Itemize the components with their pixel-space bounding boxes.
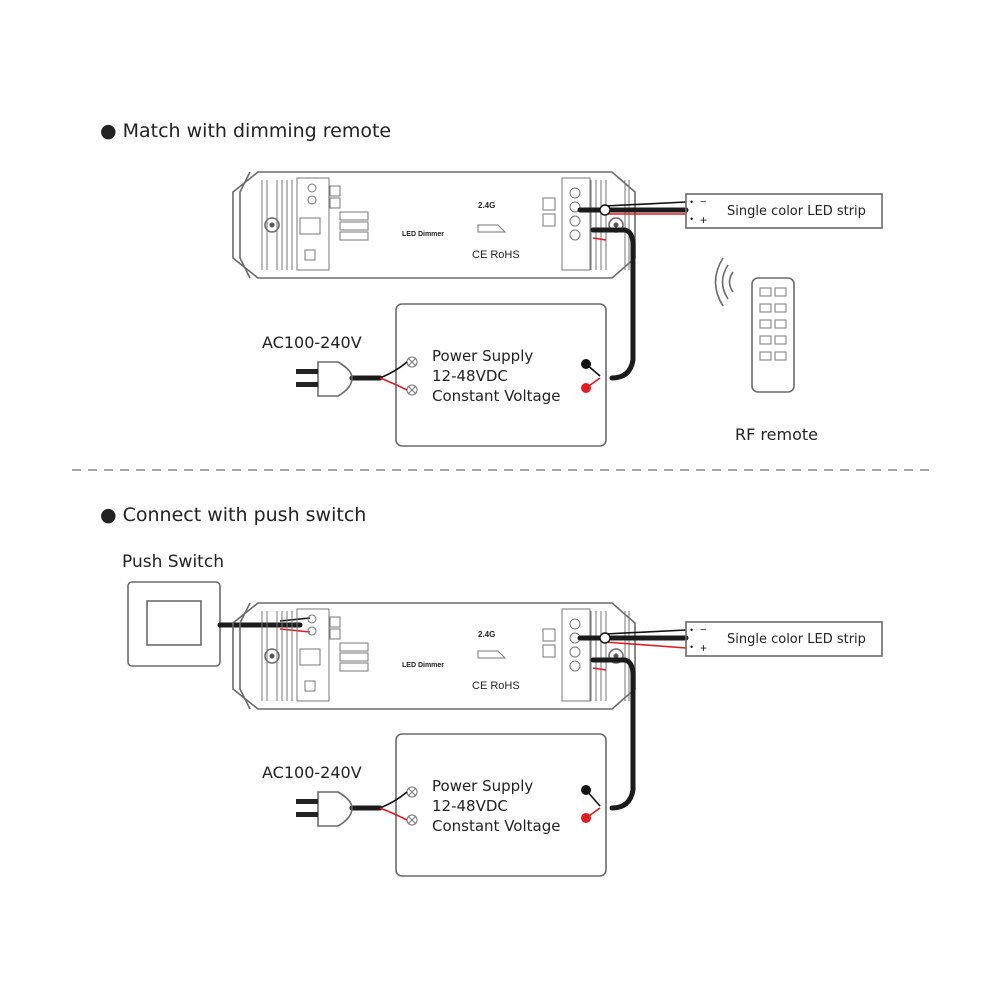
switch-label: Push Switch — [122, 552, 224, 572]
ps2-line3: Constant Voltage — [432, 817, 560, 835]
remote-label: RF remote — [735, 425, 818, 444]
dimmer-cert-2: CE RoHS — [472, 680, 520, 692]
dimmer-controller-2: LED Dimmer 2.4G CE RoHS — [232, 602, 636, 710]
mains-label-2: AC100-240V — [262, 763, 362, 782]
remote-body — [751, 277, 795, 393]
ps2-line1: Power Supply — [432, 777, 533, 795]
strip-label-2: Single color LED strip — [727, 632, 866, 647]
section1-title: ● Match with dimming remote — [100, 120, 391, 142]
ps-output-wires-2 — [585, 657, 636, 819]
svg-text:•: • — [690, 625, 693, 635]
dimmer-band-1: 2.4G — [478, 201, 495, 210]
ps1-line1: Power Supply — [432, 347, 533, 365]
svg-text:+: + — [700, 641, 707, 655]
dimmer-label-2: LED Dimmer — [402, 662, 444, 669]
ps1-line2: 12-48VDC — [432, 367, 508, 385]
svg-text:•: • — [690, 642, 693, 652]
strip-wires-1 — [577, 201, 689, 216]
ps1-line3: Constant Voltage — [432, 387, 560, 405]
svg-text:•: • — [690, 214, 693, 224]
svg-text:+: + — [700, 213, 707, 227]
dimmer-controller-1: LED Dimmer 2.4G CE RoHS — [232, 171, 636, 279]
section2-title: ● Connect with push switch — [100, 504, 366, 526]
power-supply-2: Power Supply 12-48VDC Constant Voltage — [395, 733, 607, 877]
mains-plug-2: AC100-240V — [262, 763, 408, 827]
strip-label-1: Single color LED strip — [727, 204, 866, 219]
led-strip-1: • − • + Single color LED strip — [685, 193, 883, 229]
dimmer-cert-1: CE RoHS — [472, 249, 520, 261]
strip-wires-2 — [577, 629, 689, 649]
svg-text:•: • — [690, 197, 693, 207]
led-strip-2: • − • + Single color LED strip — [685, 621, 883, 657]
ps2-line2: 12-48VDC — [432, 797, 508, 815]
svg-text:−: − — [700, 196, 706, 208]
dimmer-label-1: LED Dimmer — [402, 231, 444, 238]
ps-output-wires-1 — [585, 227, 636, 389]
svg-text:−: − — [700, 624, 706, 636]
power-supply-1: Power Supply 12-48VDC Constant Voltage — [395, 303, 607, 447]
mains-label-1: AC100-240V — [262, 333, 362, 352]
mains-plug-1: AC100-240V — [262, 333, 408, 397]
rf-remote: RF remote — [714, 257, 818, 444]
dimmer-band-2: 2.4G — [478, 630, 495, 639]
signal-waves-icon — [714, 257, 734, 307]
